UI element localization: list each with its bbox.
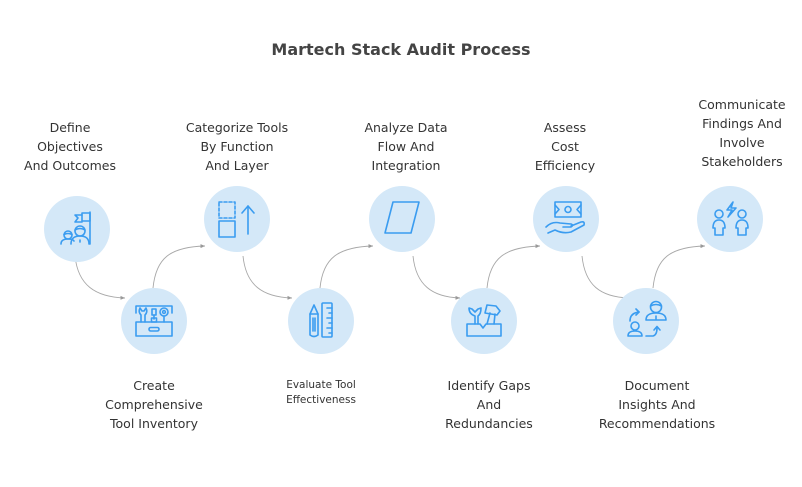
step-8-label-line: Recommendations (598, 416, 716, 431)
step-2-label-line: Comprehensive (105, 397, 203, 412)
step-3-label: Categorize Tools By Function And Layer (157, 118, 317, 175)
step-7-label-line: Efficiency (534, 158, 596, 173)
step-1-circle (44, 196, 110, 262)
step-5-circle (369, 186, 435, 252)
step-3-circle (204, 186, 270, 252)
step-7-circle (533, 186, 599, 252)
step-5-label-line: Analyze Data (364, 120, 448, 135)
step-9-circle (697, 186, 763, 252)
pencil-ruler-icon (309, 302, 333, 338)
people-exchange-icon (627, 300, 667, 337)
step-3-label-line: By Function (200, 139, 274, 154)
step-4-circle (288, 288, 354, 354)
step-2-circle (121, 288, 187, 354)
step-7-label: Assess Cost Efficiency (485, 118, 645, 175)
step-4-label-line: Evaluate Tool (286, 379, 356, 391)
step-9-label-line: Stakeholders (701, 154, 783, 169)
people-lightning-icon (712, 201, 749, 236)
connector-3-4 (242, 255, 293, 300)
step-3-label-line: And Layer (205, 158, 269, 173)
step-9-label-line: Involve (719, 135, 765, 150)
step-8-label: Document Insights And Recommendations (577, 376, 737, 433)
step-9-label: Communicate Findings And Involve Stakeho… (662, 95, 802, 171)
step-8-label-line: Insights And (618, 397, 696, 412)
step-7-label-line: Assess (543, 120, 587, 135)
money-hand-icon (545, 201, 585, 234)
step-6-circle (451, 288, 517, 354)
connector-6-7 (486, 244, 541, 289)
step-6-label-line: Redundancies (445, 416, 533, 431)
step-6-label-line: And (476, 397, 502, 412)
step-2-label: Create Comprehensive Tool Inventory (74, 376, 234, 433)
step-1-label-line: And Outcomes (24, 158, 116, 173)
connector-2-3 (152, 244, 206, 289)
step-5-label-line: Integration (371, 158, 441, 173)
step-6-label: Identify Gaps And Redundancies (409, 376, 569, 433)
step-4-label-line: Effectiveness (286, 394, 356, 406)
step-9-label-line: Findings And (702, 116, 782, 131)
categorize-squares-arrow-icon (218, 201, 255, 238)
connector-8-9 (652, 244, 706, 289)
diagram-title: Martech Stack Audit Process (271, 40, 531, 59)
step-4-label: Evaluate Tool Effectiveness (241, 378, 401, 408)
step-1-label-line: Objectives (37, 139, 103, 154)
team-flag-icon (60, 211, 91, 245)
step-1-label-line: Define (49, 120, 91, 135)
step-5-label: Analyze Data Flow And Integration (326, 118, 486, 175)
connector-4-5 (319, 244, 374, 289)
step-9-label-line: Communicate (698, 97, 786, 112)
step-6-label-line: Identify Gaps (447, 378, 531, 393)
connector-1-2 (74, 255, 126, 300)
step-3-label-line: Categorize Tools (185, 120, 289, 135)
step-2-label-line: Tool Inventory (110, 416, 198, 431)
step-7-label-line: Cost (551, 139, 579, 154)
wrench-hammer-box-icon (466, 304, 502, 337)
step-1-label: Define Objectives And Outcomes (0, 118, 150, 175)
step-2-label-line: Create (133, 378, 175, 393)
toolbox-icon (135, 305, 173, 337)
parallelogram-icon (384, 201, 420, 234)
step-8-label-line: Document (624, 378, 690, 393)
step-8-circle (613, 288, 679, 354)
step-5-label-line: Flow And (377, 139, 435, 154)
